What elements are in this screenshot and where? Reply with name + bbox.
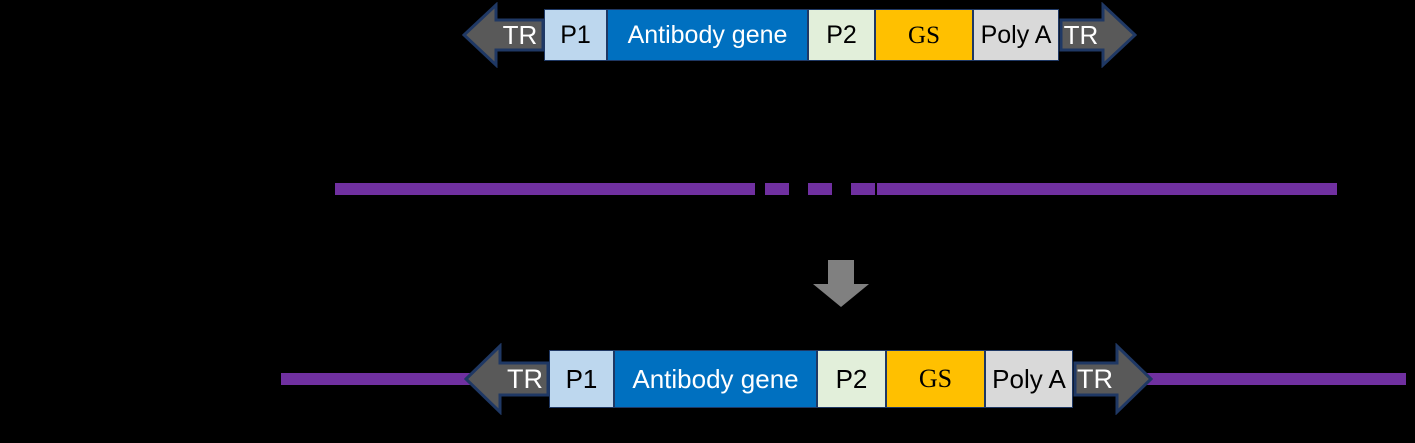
genomic-dna-dash <box>851 183 875 195</box>
bottom-left-tr-arrow: TR <box>464 343 549 415</box>
bottom-left-genomic-flank <box>281 373 481 385</box>
bottom-segment-p2-label: P2 <box>835 364 868 394</box>
bottom-segment-p1: P1 <box>549 350 614 408</box>
down-arrow-icon <box>813 260 869 307</box>
top-segment-poly-a-label: Poly A <box>980 20 1052 49</box>
tr-arrow-right-icon <box>1073 343 1153 415</box>
bottom-right-genomic-flank <box>1122 373 1406 385</box>
bottom-segment-antibody-gene: Antibody gene <box>614 350 817 408</box>
tr-arrow-right-icon <box>1059 2 1137 68</box>
top-segment-p1-label: P1 <box>560 20 591 49</box>
tr-arrow-left-icon <box>462 2 544 68</box>
genomic-dna-left-segment <box>335 183 755 195</box>
bottom-right-tr-arrow: TR <box>1073 343 1153 415</box>
top-segment-poly-a: Poly A <box>973 9 1059 61</box>
bottom-segment-poly-a: Poly A <box>985 350 1073 408</box>
top-segment-antibody-gene: Antibody gene <box>607 9 808 61</box>
top-segment-gs: GS <box>875 9 973 61</box>
genomic-dna-dashed-region <box>765 183 875 195</box>
bottom-segment-p1-label: P1 <box>565 364 598 394</box>
top-construct: TR P1 Antibody gene P2 GS Poly A TR <box>462 2 1137 68</box>
bottom-segment-antibody-gene-label: Antibody gene <box>632 364 799 394</box>
top-segment-antibody-gene-label: Antibody gene <box>627 20 788 49</box>
bottom-construct: TR P1 Antibody gene P2 GS Poly A TR <box>464 343 1153 415</box>
bottom-segment-p2: P2 <box>817 350 886 408</box>
bottom-segment-gs: GS <box>886 350 985 408</box>
genomic-dna-right-segment <box>877 183 1337 195</box>
top-right-tr-arrow: TR <box>1059 2 1137 68</box>
top-segment-p2-label: P2 <box>826 20 857 49</box>
process-arrow <box>812 260 870 308</box>
tr-arrow-left-icon <box>464 343 549 415</box>
top-segment-p1: P1 <box>544 9 607 61</box>
top-segment-p2: P2 <box>808 9 875 61</box>
top-left-tr-arrow: TR <box>462 2 544 68</box>
bottom-segment-gs-label: GS <box>918 364 953 393</box>
genomic-dna-dash <box>808 183 832 195</box>
bottom-segment-poly-a-label: Poly A <box>992 364 1066 394</box>
genomic-dna-dash <box>765 183 789 195</box>
top-segment-gs-label: GS <box>908 21 940 49</box>
